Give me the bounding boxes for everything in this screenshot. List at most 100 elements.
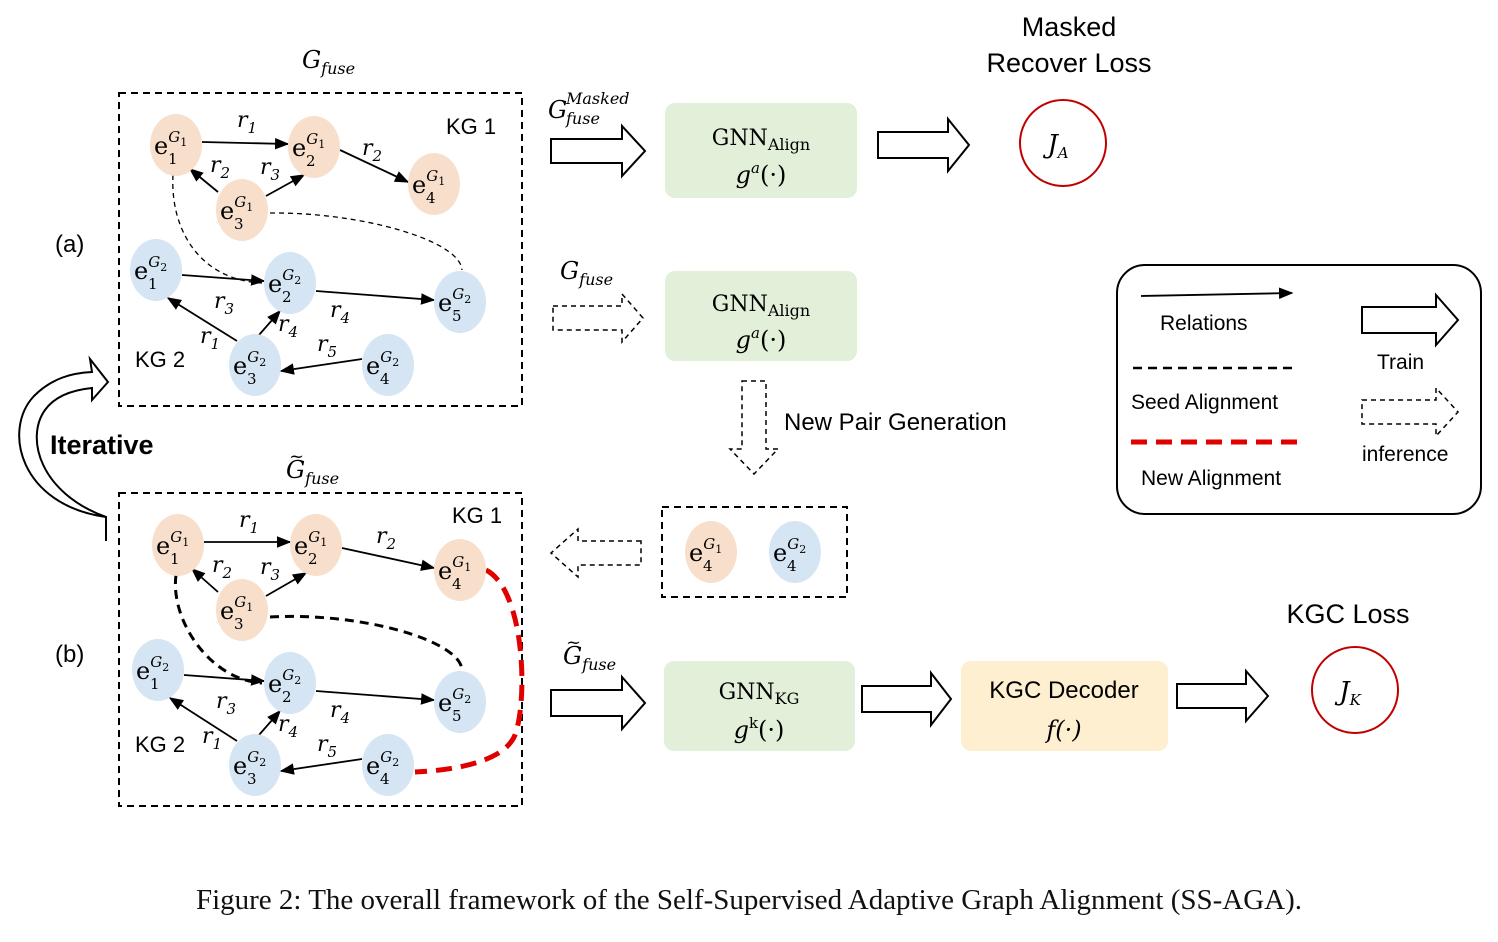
g-fuse-tilde-label: Gfuse xyxy=(286,456,339,488)
edge-r4-kg2 xyxy=(315,690,436,705)
legend-train-arrow xyxy=(1361,292,1460,348)
edge-r2-kg1 xyxy=(341,547,436,571)
train-arrow-3 xyxy=(550,674,647,732)
node-e1-kg1 xyxy=(152,514,204,576)
node-e4-kg1 xyxy=(434,539,486,601)
g-fuse-top-label: Gfuse xyxy=(302,46,355,78)
node-e3-kg1 xyxy=(216,579,268,641)
rel-r2-kg1: r2 xyxy=(376,524,396,553)
edge-r2b-kg1 xyxy=(190,568,219,593)
legend-inference: inference xyxy=(1362,443,1448,466)
rel-r1-kg1: r1 xyxy=(239,508,259,537)
gnn-align-box-1 xyxy=(665,103,857,198)
masked-loss-title-1: Masked xyxy=(1022,12,1117,42)
edge-r2b-kg1 xyxy=(188,168,219,193)
kgc-decoder-func: f(·) xyxy=(1044,716,1081,744)
gnn-align-func-1: ga(·) xyxy=(736,159,787,189)
rel-r3-kg1: r3 xyxy=(260,155,280,184)
panel-a-box xyxy=(118,92,523,407)
seed-a-2 xyxy=(269,212,463,271)
seed-b-2 xyxy=(269,614,464,671)
edge-r1-kg2 xyxy=(168,697,238,742)
kg1-label-b: KG 1 xyxy=(452,503,502,528)
panel-b-box xyxy=(118,492,523,807)
inference-arrow-1 xyxy=(552,292,644,344)
legend-relations: Relations xyxy=(1160,312,1248,335)
node-e2-kg2 xyxy=(264,652,316,714)
legend-inference-arrow xyxy=(1361,386,1460,438)
loss-j-a: JA xyxy=(1042,130,1068,162)
node-e2-kg1 xyxy=(290,514,342,576)
legend-seed-alignment: Seed Alignment xyxy=(1131,391,1278,414)
rel-r2-kg1: r2 xyxy=(362,136,382,165)
rel-r4b-kg2: r4 xyxy=(278,312,298,341)
tilde-mark-bottom: ~ xyxy=(566,632,581,653)
train-arrow-5 xyxy=(1176,668,1270,724)
rel-r2b-kg1: r2 xyxy=(210,153,230,182)
edge-r3-kg1 xyxy=(265,174,306,197)
legend-relation-arrow xyxy=(1140,287,1294,300)
rel-r1-kg2: r1 xyxy=(200,324,220,353)
rel-r4b-kg2: r4 xyxy=(278,712,298,741)
node-e5-kg2 xyxy=(434,671,486,733)
edge-r2-kg1 xyxy=(339,149,410,183)
edge-r1-kg2 xyxy=(166,297,238,342)
rel-r3-kg2: r3 xyxy=(214,289,234,318)
rel-r2b-kg1: r2 xyxy=(212,553,232,582)
rel-r1-kg2: r1 xyxy=(202,724,222,753)
node-e5-kg2 xyxy=(434,271,486,333)
rel-r4-kg2: r4 xyxy=(330,298,350,327)
rel-r3-kg1: r3 xyxy=(260,555,280,584)
gnn-kg-func: gk(·) xyxy=(734,714,785,744)
rel-r5-kg2: r5 xyxy=(317,732,337,761)
tilde-mark: ~ xyxy=(289,446,304,467)
train-arrow-1 xyxy=(550,123,647,179)
rel-r1-kg1: r1 xyxy=(237,108,257,137)
pair-node-e4-kg1 xyxy=(685,521,737,583)
gnn-align-func-2: ga(·) xyxy=(736,324,787,354)
new-pair-generation-label: New Pair Generation xyxy=(784,409,1007,436)
edge-r3-kg2 xyxy=(181,274,266,286)
kg1-label-a: KG 1 xyxy=(446,114,496,139)
rel-r5-kg2: r5 xyxy=(317,332,337,361)
loss-circle-a xyxy=(1019,99,1107,187)
gnn-kg-box xyxy=(664,661,855,751)
edge-r1-kg1 xyxy=(201,137,290,150)
iterative-label: Iterative xyxy=(50,430,154,460)
panel-b-label: (b) xyxy=(55,641,84,668)
inference-arrow-left xyxy=(549,527,642,579)
kg2-label-a: KG 2 xyxy=(135,347,185,372)
masked-loss-title-2: Recover Loss xyxy=(986,48,1151,78)
edge-r4b-kg2 xyxy=(258,709,281,736)
rel-r4-kg2: r4 xyxy=(330,698,350,727)
gnn-kg-title: GNNKG xyxy=(719,680,800,708)
node-e4-kg2 xyxy=(362,734,414,796)
node-e1-kg2 xyxy=(132,639,184,701)
fuse-subscript: fuse xyxy=(565,109,600,128)
node-e3-kg2 xyxy=(229,734,281,796)
gnn-align-title-2: GNNAlign xyxy=(712,292,810,320)
edge-r3-kg1 xyxy=(265,572,308,597)
train-arrow-2 xyxy=(877,116,971,174)
iterative-arrow xyxy=(18,355,110,541)
new-alignment-b xyxy=(414,567,525,775)
seed-b-1 xyxy=(173,574,263,685)
masked-superscript: Masked xyxy=(565,89,630,108)
inference-arrow-down xyxy=(728,380,780,476)
